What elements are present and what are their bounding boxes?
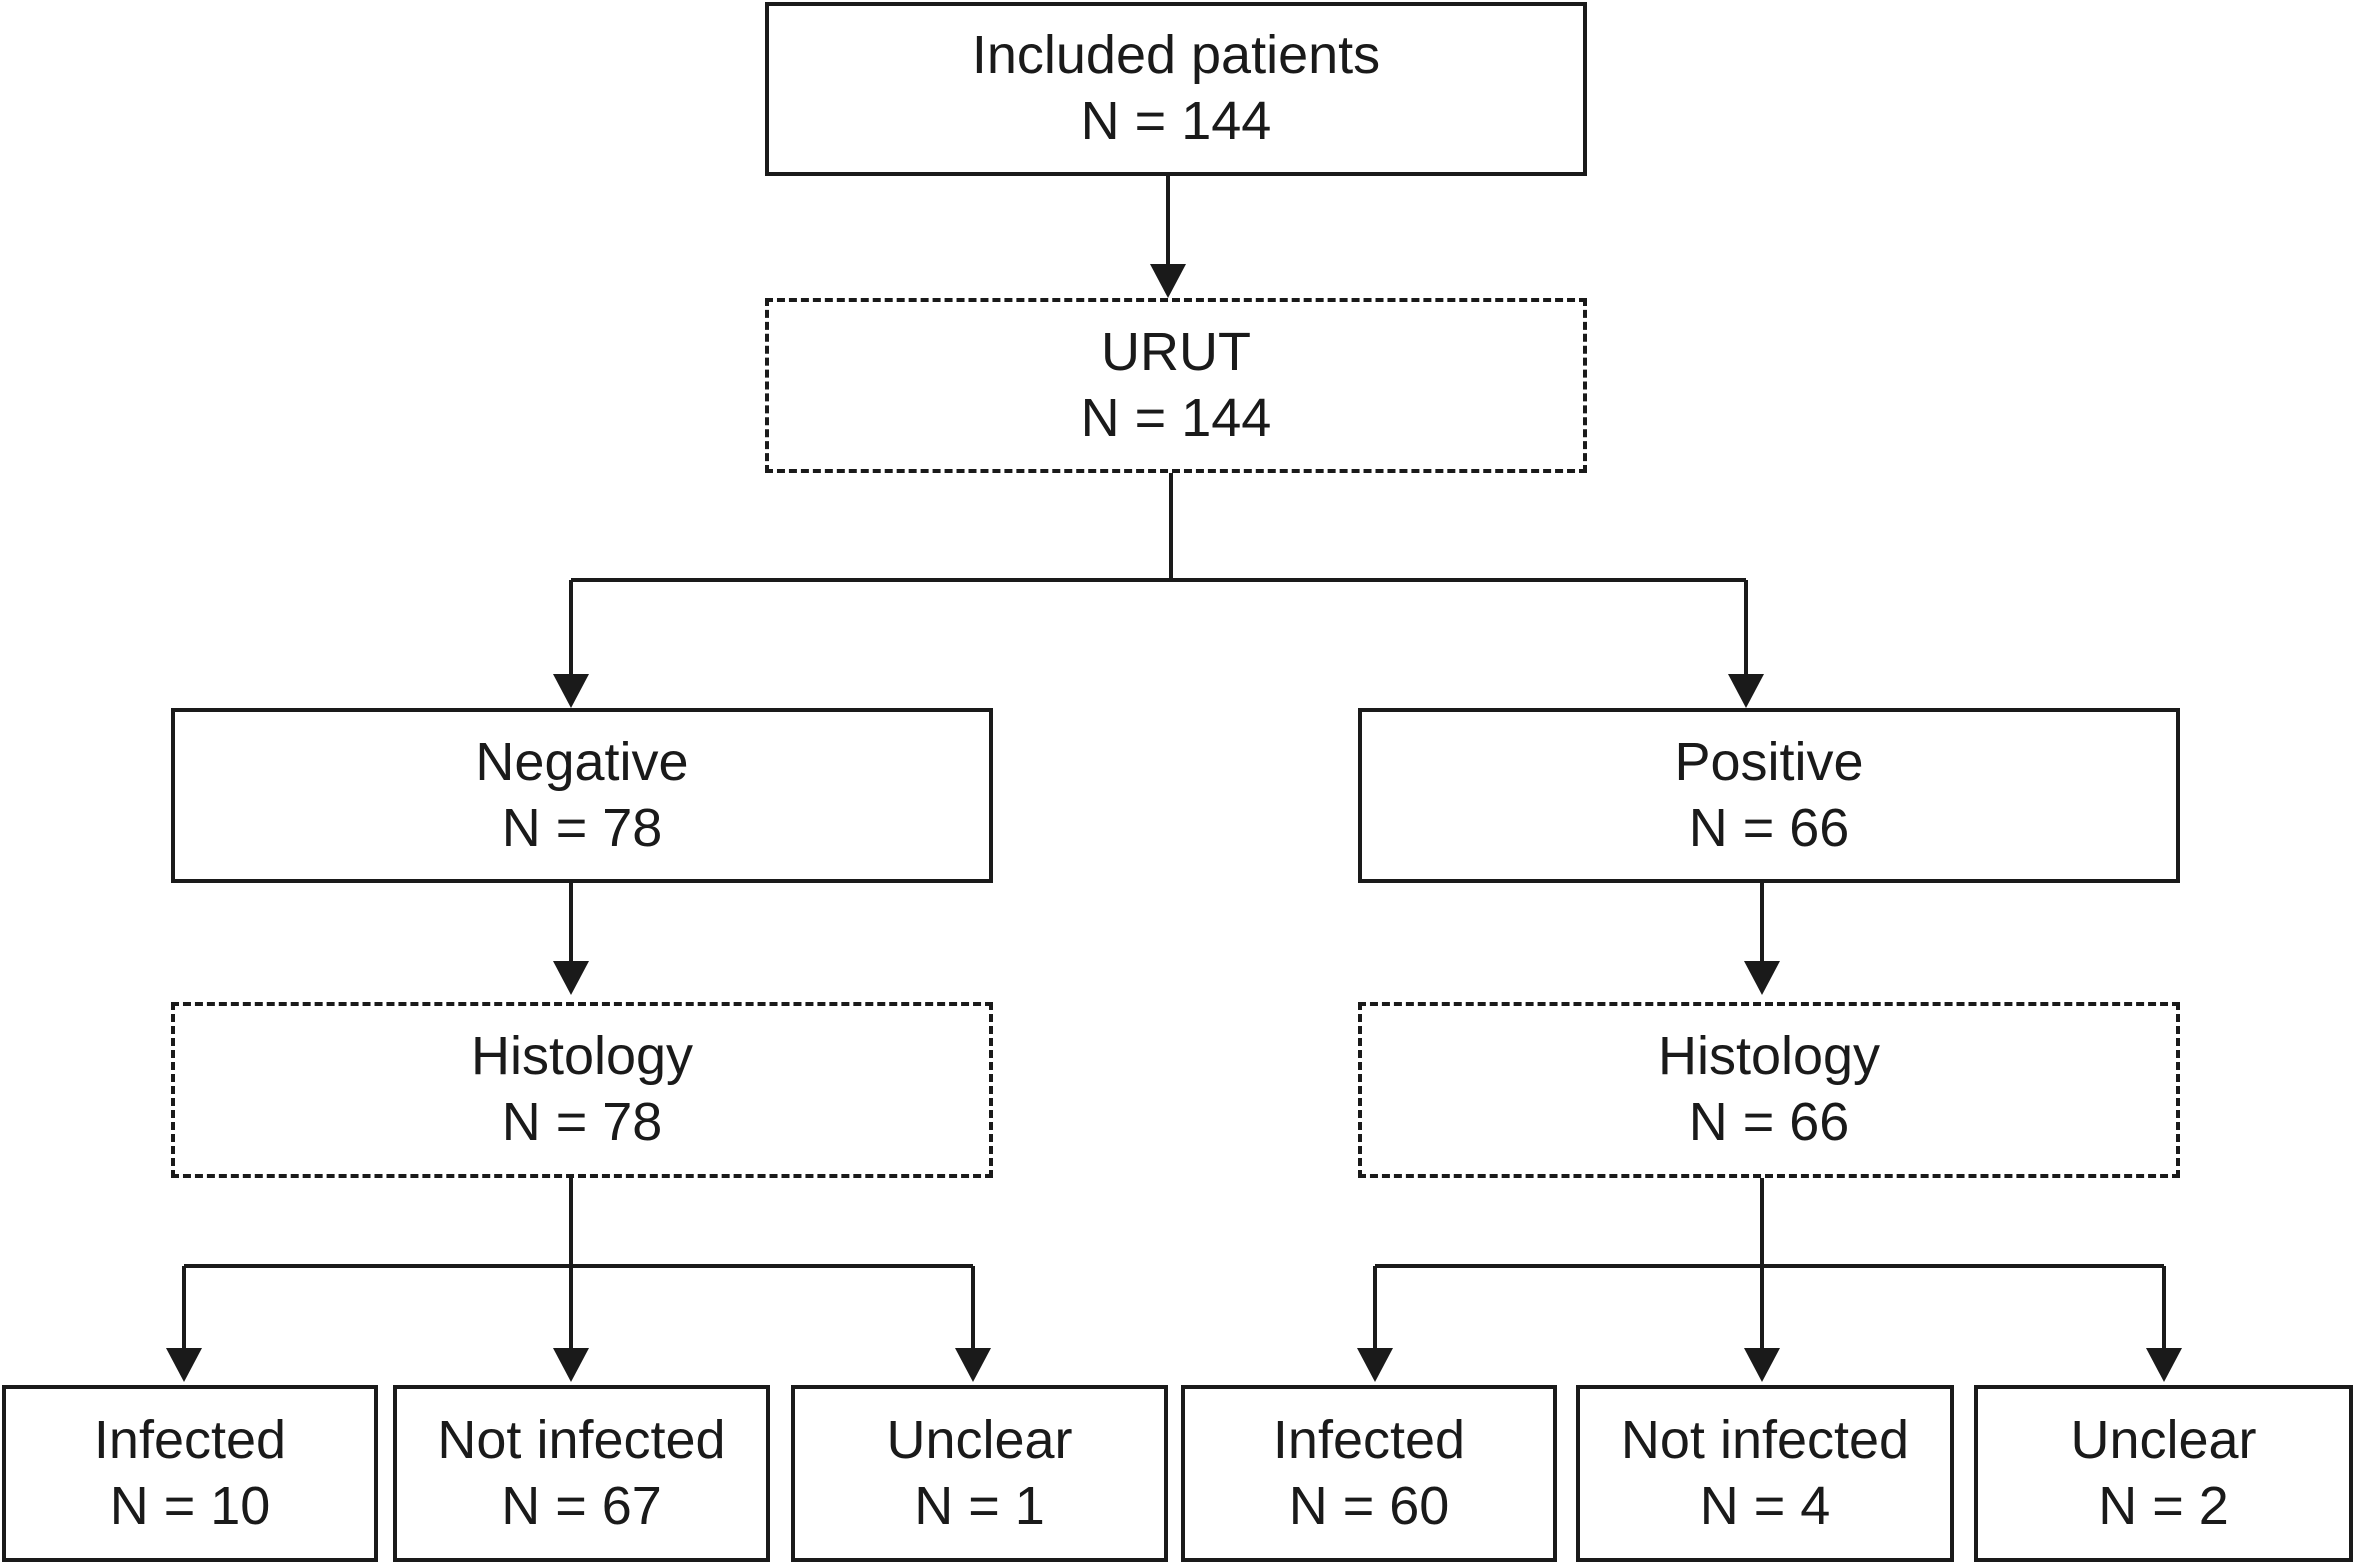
arrowhead-histology-positive <box>1744 961 1780 995</box>
neg-unclear-box: Unclear N = 1 <box>791 1385 1168 1562</box>
pos-unclear-label: Unclear <box>2070 1409 2257 1470</box>
neg-not-infected-label: Not infected <box>437 1409 726 1470</box>
negative-box: Negative N = 78 <box>171 708 993 883</box>
included-patients-box: Included patients N = 144 <box>765 2 1587 176</box>
neg-infected-count: N = 10 <box>109 1475 271 1536</box>
pos-not-infected-count: N = 4 <box>1699 1475 1831 1536</box>
histology-negative-box: Histology N = 78 <box>171 1002 993 1178</box>
negative-label: Negative <box>475 731 689 792</box>
neg-infected-box: Infected N = 10 <box>2 1385 378 1562</box>
pos-infected-count: N = 60 <box>1288 1475 1450 1536</box>
arrowhead-histology-negative <box>553 961 589 995</box>
pos-not-infected-label: Not infected <box>1620 1409 1910 1470</box>
histology-positive-count: N = 66 <box>1688 1092 1850 1152</box>
neg-not-infected-count: N = 67 <box>501 1475 662 1536</box>
arrowhead-pos-unclear <box>2146 1348 2182 1382</box>
histology-negative-label: Histology <box>470 1026 694 1087</box>
arrowhead-negative <box>553 674 589 708</box>
included-patients-label: Included patients <box>971 25 1381 86</box>
negative-count: N = 78 <box>501 797 663 858</box>
pos-infected-box: Infected N = 60 <box>1181 1385 1557 1562</box>
histology-positive-label: Histology <box>1657 1026 1881 1087</box>
urut-label: URUT <box>1101 321 1251 382</box>
histology-negative-count: N = 78 <box>501 1092 663 1152</box>
arrowhead-positive <box>1728 674 1764 708</box>
arrowhead-pos-not-infected <box>1744 1348 1780 1382</box>
arrowhead-neg-not-infected <box>553 1348 589 1382</box>
arrowhead-neg-unclear <box>955 1348 991 1382</box>
neg-not-infected-box: Not infected N = 67 <box>393 1385 770 1562</box>
neg-unclear-label: Unclear <box>886 1409 1073 1470</box>
pos-unclear-box: Unclear N = 2 <box>1974 1385 2353 1562</box>
included-patients-count: N = 144 <box>1080 91 1272 151</box>
arrowhead-neg-infected <box>166 1348 202 1382</box>
pos-not-infected-box: Not infected N = 4 <box>1576 1385 1954 1562</box>
urut-count: N = 144 <box>1080 387 1272 448</box>
arrowhead-urut <box>1150 264 1186 298</box>
pos-infected-label: Infected <box>1272 1409 1466 1470</box>
urut-box: URUT N = 144 <box>765 298 1587 473</box>
histology-positive-box: Histology N = 66 <box>1358 1002 2180 1178</box>
positive-label: Positive <box>1674 731 1864 792</box>
arrowhead-pos-infected <box>1357 1348 1393 1382</box>
positive-box: Positive N = 66 <box>1358 708 2180 883</box>
neg-unclear-count: N = 1 <box>914 1475 1045 1536</box>
neg-infected-label: Infected <box>93 1409 287 1470</box>
positive-count: N = 66 <box>1688 797 1850 858</box>
pos-unclear-count: N = 2 <box>2098 1475 2229 1536</box>
